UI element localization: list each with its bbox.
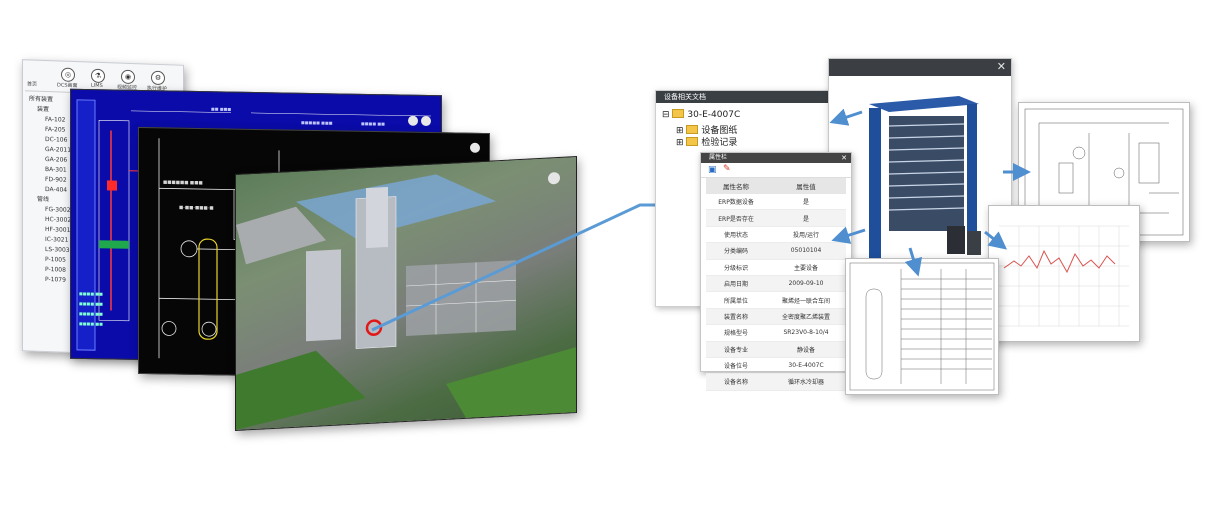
- prop-name: 分类编码: [706, 242, 767, 260]
- properties-panel: 属性栏 ✕ ▣ ✎ 属性名称 属性值 ERP数据设备是 ERP是否存在是 使用状…: [700, 152, 852, 391]
- doc-item-label: 检验记录: [701, 138, 738, 148]
- prop-value: 2009-09-10: [766, 275, 846, 293]
- close-icon[interactable]: ✕: [841, 154, 847, 162]
- table-row[interactable]: 设备名称循环水冷却器: [706, 373, 846, 391]
- document-tree-title: 设备相关文档: [656, 91, 851, 103]
- folder-icon: [672, 109, 685, 118]
- prop-name: 使用状态: [706, 226, 767, 244]
- doc-tree-item-inspections[interactable]: ⊞ 检验记录: [676, 135, 737, 148]
- column-header-name: 属性名称: [706, 178, 767, 194]
- prop-value: 是: [766, 209, 846, 227]
- doc-item-label: 设备图纸: [701, 126, 738, 136]
- doc-tree-item-drawings[interactable]: ⊞ 设备图纸: [676, 123, 737, 136]
- properties-title: 属性栏 ✕: [701, 153, 851, 163]
- table-header: 属性名称 属性值: [706, 178, 846, 194]
- arrow-to-trend: [984, 230, 1008, 250]
- table-row[interactable]: 分级标识主要设备: [706, 259, 846, 276]
- prop-value: 是: [766, 194, 846, 211]
- prop-value: 主要设备: [766, 259, 846, 276]
- arrow-to-datasheet: [904, 247, 923, 277]
- table-row[interactable]: ERP数据设备是: [706, 194, 846, 211]
- prop-name: ERP是否存在: [706, 209, 767, 227]
- prop-value: 全密度聚乙烯装置: [766, 308, 846, 326]
- svg-text:■■■■ ■■: ■■■■ ■■: [79, 321, 103, 326]
- properties-title-text: 属性栏: [709, 154, 728, 161]
- trend-chart-thumbnail: [999, 225, 1129, 327]
- plant-3d-view[interactable]: [235, 156, 577, 431]
- prop-name: 所属单位: [706, 291, 767, 309]
- table-row[interactable]: 设备专业静设备: [706, 341, 846, 358]
- prop-name: 装置名称: [706, 308, 767, 326]
- table-row[interactable]: ERP是否存在是: [706, 209, 846, 227]
- model-window-titlebar: ✕: [829, 59, 1011, 76]
- arrow-to-doc-tree: [829, 108, 863, 126]
- prop-name: 启用日期: [706, 275, 767, 293]
- heat-exchanger-model[interactable]: [829, 76, 1011, 259]
- table-row[interactable]: 所属单位聚烯烃一联合车间: [706, 291, 846, 309]
- folder-icon: [686, 125, 699, 134]
- doc-tree-root[interactable]: ⊟ 30-E-4007C: [662, 109, 740, 120]
- table-row[interactable]: 使用状态投用/运行: [706, 226, 846, 244]
- svg-text:■■■■ ■■: ■■■■ ■■: [361, 121, 385, 126]
- folder-icon: [686, 137, 699, 146]
- svg-text:■■■■ ■■: ■■■■ ■■: [79, 291, 103, 296]
- equipment-datasheet-document[interactable]: [845, 258, 999, 395]
- table-row[interactable]: 装置名称全密度聚乙烯装置: [706, 308, 846, 326]
- save-icon[interactable]: ▣: [708, 165, 717, 175]
- close-icon[interactable]: ✕: [996, 60, 1006, 73]
- prop-name: 规格型号: [706, 324, 767, 342]
- view-control-icon[interactable]: [548, 172, 560, 185]
- prop-name: 分级标识: [706, 259, 767, 276]
- svg-text:■■■■ ■■: ■■■■ ■■: [79, 311, 103, 316]
- arrow-to-properties: [831, 226, 866, 244]
- prop-value: SR23V0-8-10/4: [766, 324, 846, 342]
- collapse-icon[interactable]: ⊟: [662, 110, 670, 120]
- equipment-model-window: ✕: [828, 58, 1012, 260]
- svg-text:■-■■-■■■-■: ■-■■-■■■-■: [179, 206, 214, 212]
- prop-name: ERP数据设备: [706, 194, 767, 211]
- expand-icon[interactable]: ⊞: [676, 138, 684, 148]
- doc-root-label: 30-E-4007C: [687, 110, 741, 120]
- prop-value: 30-E-4007C: [766, 357, 846, 375]
- prop-value: 静设备: [766, 341, 846, 358]
- svg-text:■■■■■■ ■■■: ■■■■■■ ■■■: [163, 180, 203, 186]
- prop-name: 设备名称: [706, 373, 767, 391]
- properties-table: 属性名称 属性值 ERP数据设备是 ERP是否存在是 使用状态投用/运行 分类编…: [706, 178, 846, 391]
- svg-text:■■■■ ■■: ■■■■ ■■: [79, 301, 103, 306]
- prop-value: 投用/运行: [766, 226, 846, 244]
- plant-3d-scene: [236, 172, 576, 430]
- prop-name: 设备位号: [706, 357, 767, 375]
- column-header-value: 属性值: [766, 178, 846, 194]
- prop-value: 聚烯烃一联合车间: [766, 291, 846, 309]
- prop-name: 设备专业: [706, 341, 767, 358]
- edit-icon[interactable]: ✎: [723, 164, 731, 174]
- properties-toolbar: ▣ ✎: [701, 163, 851, 178]
- prop-value: 05010104: [766, 242, 846, 260]
- expand-icon[interactable]: ⊞: [676, 126, 684, 136]
- prop-value: 循环水冷却器: [766, 373, 846, 391]
- svg-text:■■■■■ ■■■: ■■■■■ ■■■: [301, 120, 333, 126]
- svg-text:■■ ■■■: ■■ ■■■: [211, 106, 231, 111]
